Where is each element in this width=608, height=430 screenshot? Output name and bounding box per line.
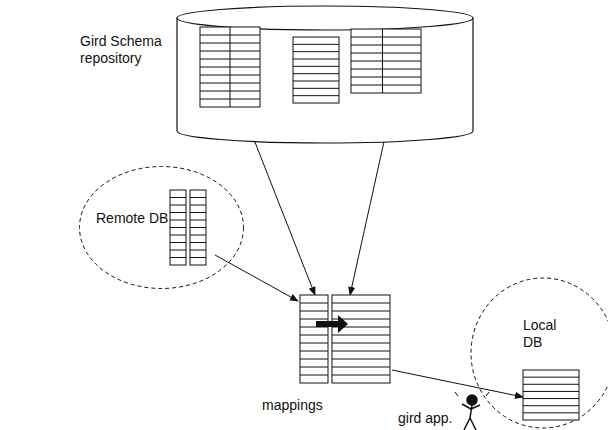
local-db-outline <box>468 275 608 430</box>
actor-label: gird app. <box>398 410 452 427</box>
mappings: mappings <box>298 293 392 385</box>
schema-repository-outline <box>175 3 475 145</box>
flow-arrow <box>392 370 523 397</box>
node-label: Gird Schema repository <box>80 33 170 67</box>
schema-repository: Gird Schema repository <box>175 3 475 145</box>
node-label: mappings <box>262 397 342 414</box>
flow-arrow <box>215 255 298 301</box>
remote-db: Remote DB <box>78 165 245 290</box>
node-label: Local DB <box>523 317 567 351</box>
remote-db-outline <box>78 165 245 290</box>
node-label: Remote DB <box>96 210 176 227</box>
mappings-outline <box>298 293 392 385</box>
local-db: Local DB <box>468 275 608 430</box>
